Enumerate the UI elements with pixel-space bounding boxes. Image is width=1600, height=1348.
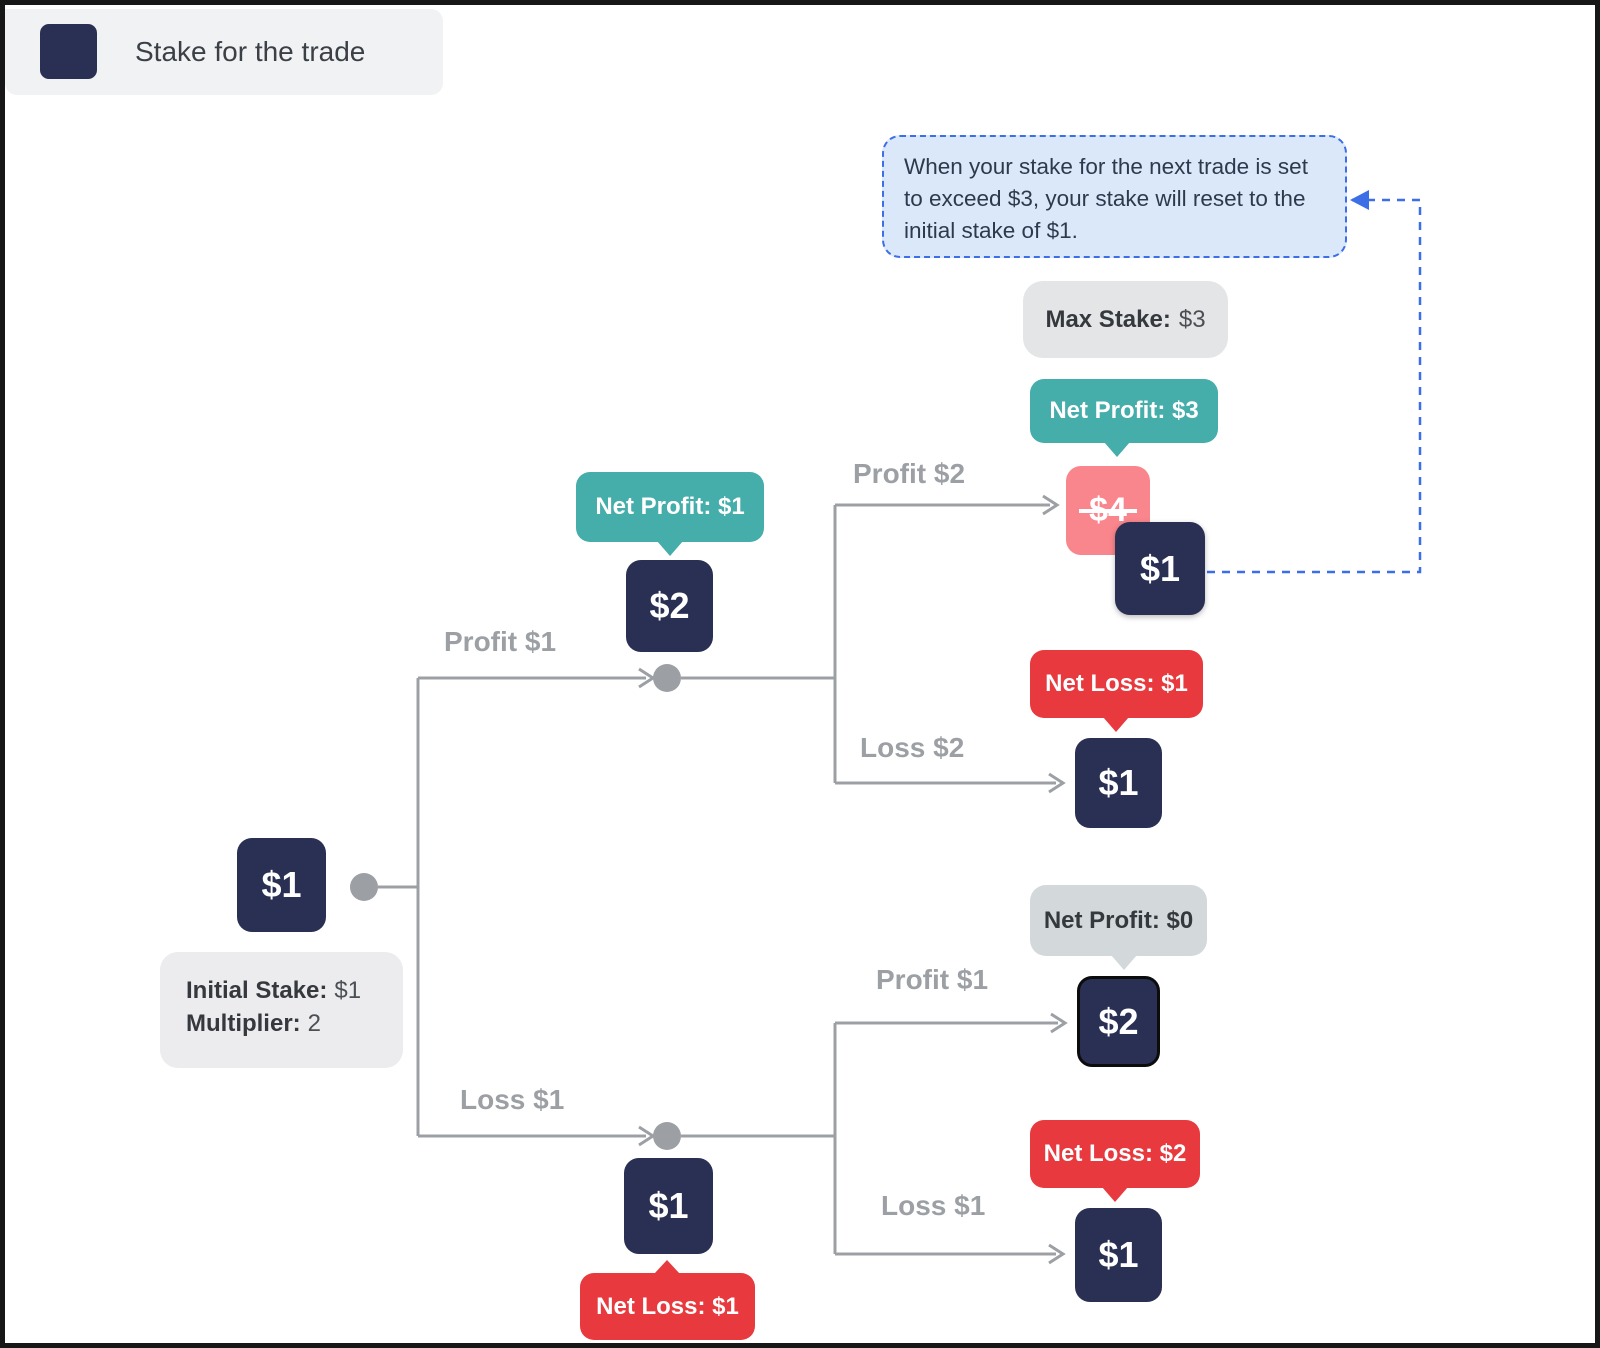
stake-node-1-after-loss2: $1: [1075, 738, 1162, 828]
net-profit-3-badge: Net Profit: $3: [1030, 379, 1218, 443]
info-line-multiplier: Multiplier:2: [186, 1007, 393, 1040]
junction-dot-top: [653, 664, 681, 692]
stake-node-1-bottom-value: $1: [648, 1185, 689, 1226]
strikethrough-bar: [1079, 508, 1137, 513]
reset-rule-tooltip: When your stake for the next trade is se…: [882, 135, 1347, 258]
junction-dot-root: [350, 873, 378, 901]
legend: Stake for the trade: [5, 9, 443, 95]
stake-node-2-right-value: $2: [1098, 1000, 1139, 1042]
stake-node-1-reset-value: $1: [1139, 547, 1181, 589]
edge-label-profit1-right: Profit $1: [876, 964, 989, 995]
stake-node-2-top-value: $2: [649, 585, 690, 626]
stake-node-1-bottom: $1: [624, 1158, 713, 1254]
net-loss-2-pointer: [1102, 1187, 1128, 1202]
net-loss-1-mid-pointer: [1103, 717, 1129, 732]
edge-label-profit1-top: Profit $1: [444, 626, 557, 657]
max-stake-value: $3: [1178, 305, 1206, 333]
net-profit-3-pointer: [1104, 442, 1130, 457]
net-profit-0-pointer: [1111, 955, 1137, 970]
max-stake-label: Max Stake:: [1045, 305, 1171, 333]
arrowhead-bottom-circle: [638, 1125, 656, 1147]
stake-node-root-value: $1: [261, 864, 302, 905]
net-loss-1-mid-badge: Net Loss: $1: [1030, 650, 1203, 718]
stake-node-1-bottom-right: $1: [1075, 1208, 1162, 1302]
tree-junction-dots: [350, 664, 681, 1150]
info-line-initial-stake: Initial Stake:$1: [186, 974, 393, 1007]
arrowhead-profit1-right: [1050, 1012, 1068, 1034]
stake-node-2-top: $2: [626, 560, 713, 652]
arrowhead-loss2: [1048, 772, 1066, 794]
net-loss-1-bottom-pointer: [654, 1260, 680, 1274]
net-profit-0-badge: Net Profit: $0: [1030, 885, 1207, 956]
tree-edges: [378, 494, 1068, 1265]
arrowhead-profit2: [1042, 494, 1060, 516]
multiplier-value: 2: [307, 1010, 322, 1038]
stake-node-1-after-loss2-value: $1: [1098, 762, 1139, 803]
stake-node-2-right: $2: [1077, 976, 1160, 1067]
max-stake-badge: Max Stake: $3: [1023, 281, 1228, 358]
multiplier-label: Multiplier:: [186, 1010, 301, 1038]
edge-label-profit2: Profit $2: [853, 458, 966, 489]
legend-stake-swatch: [40, 24, 97, 79]
edge-label-loss1-right: Loss $1: [881, 1190, 986, 1221]
arrowhead-top-circle: [638, 667, 656, 689]
stake-node-1-bottom-right-value: $1: [1098, 1234, 1139, 1275]
initial-stake-label: Initial Stake:: [186, 977, 328, 1004]
legend-label: Stake for the trade: [135, 36, 366, 67]
reset-arrowhead-icon: [1350, 190, 1369, 210]
edge-label-loss1-bottom: Loss $1: [460, 1084, 565, 1115]
edge-label-loss2: Loss $2: [860, 732, 965, 763]
initial-stake-info-box: Initial Stake:$1 Multiplier:2: [160, 952, 403, 1068]
net-loss-2-badge: Net Loss: $2: [1030, 1120, 1200, 1188]
stake-node-root: $1: [237, 838, 326, 932]
initial-stake-value: $1: [334, 977, 362, 1004]
net-profit-1-badge: Net Profit: $1: [576, 472, 764, 542]
stake-node-1-reset: $1: [1115, 522, 1205, 615]
net-loss-1-bottom-badge: Net Loss: $1: [580, 1273, 755, 1340]
junction-dot-bottom: [653, 1122, 681, 1150]
arrowhead-loss1-right: [1048, 1243, 1066, 1265]
net-profit-1-pointer: [657, 541, 683, 556]
